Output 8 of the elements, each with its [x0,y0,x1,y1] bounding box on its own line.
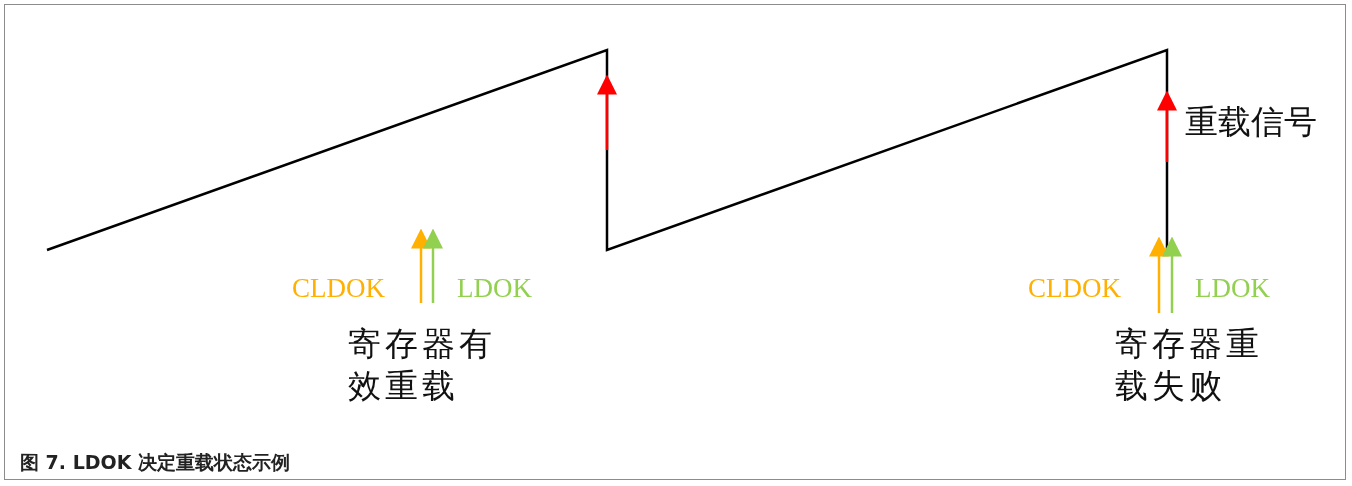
signal-label: LDOK [457,273,532,304]
signal-label: CLDOK [292,273,385,304]
signal-label: CLDOK [1028,273,1121,304]
figure-caption: 图 7. LDOK 决定重载状态示例 [20,450,291,475]
annotation-text: 重载信号 [1185,101,1317,143]
annotation-text: 寄存器有效重载 [348,323,497,407]
signal-label: LDOK [1195,273,1270,304]
annotation-text: 寄存器重载失败 [1115,323,1264,407]
